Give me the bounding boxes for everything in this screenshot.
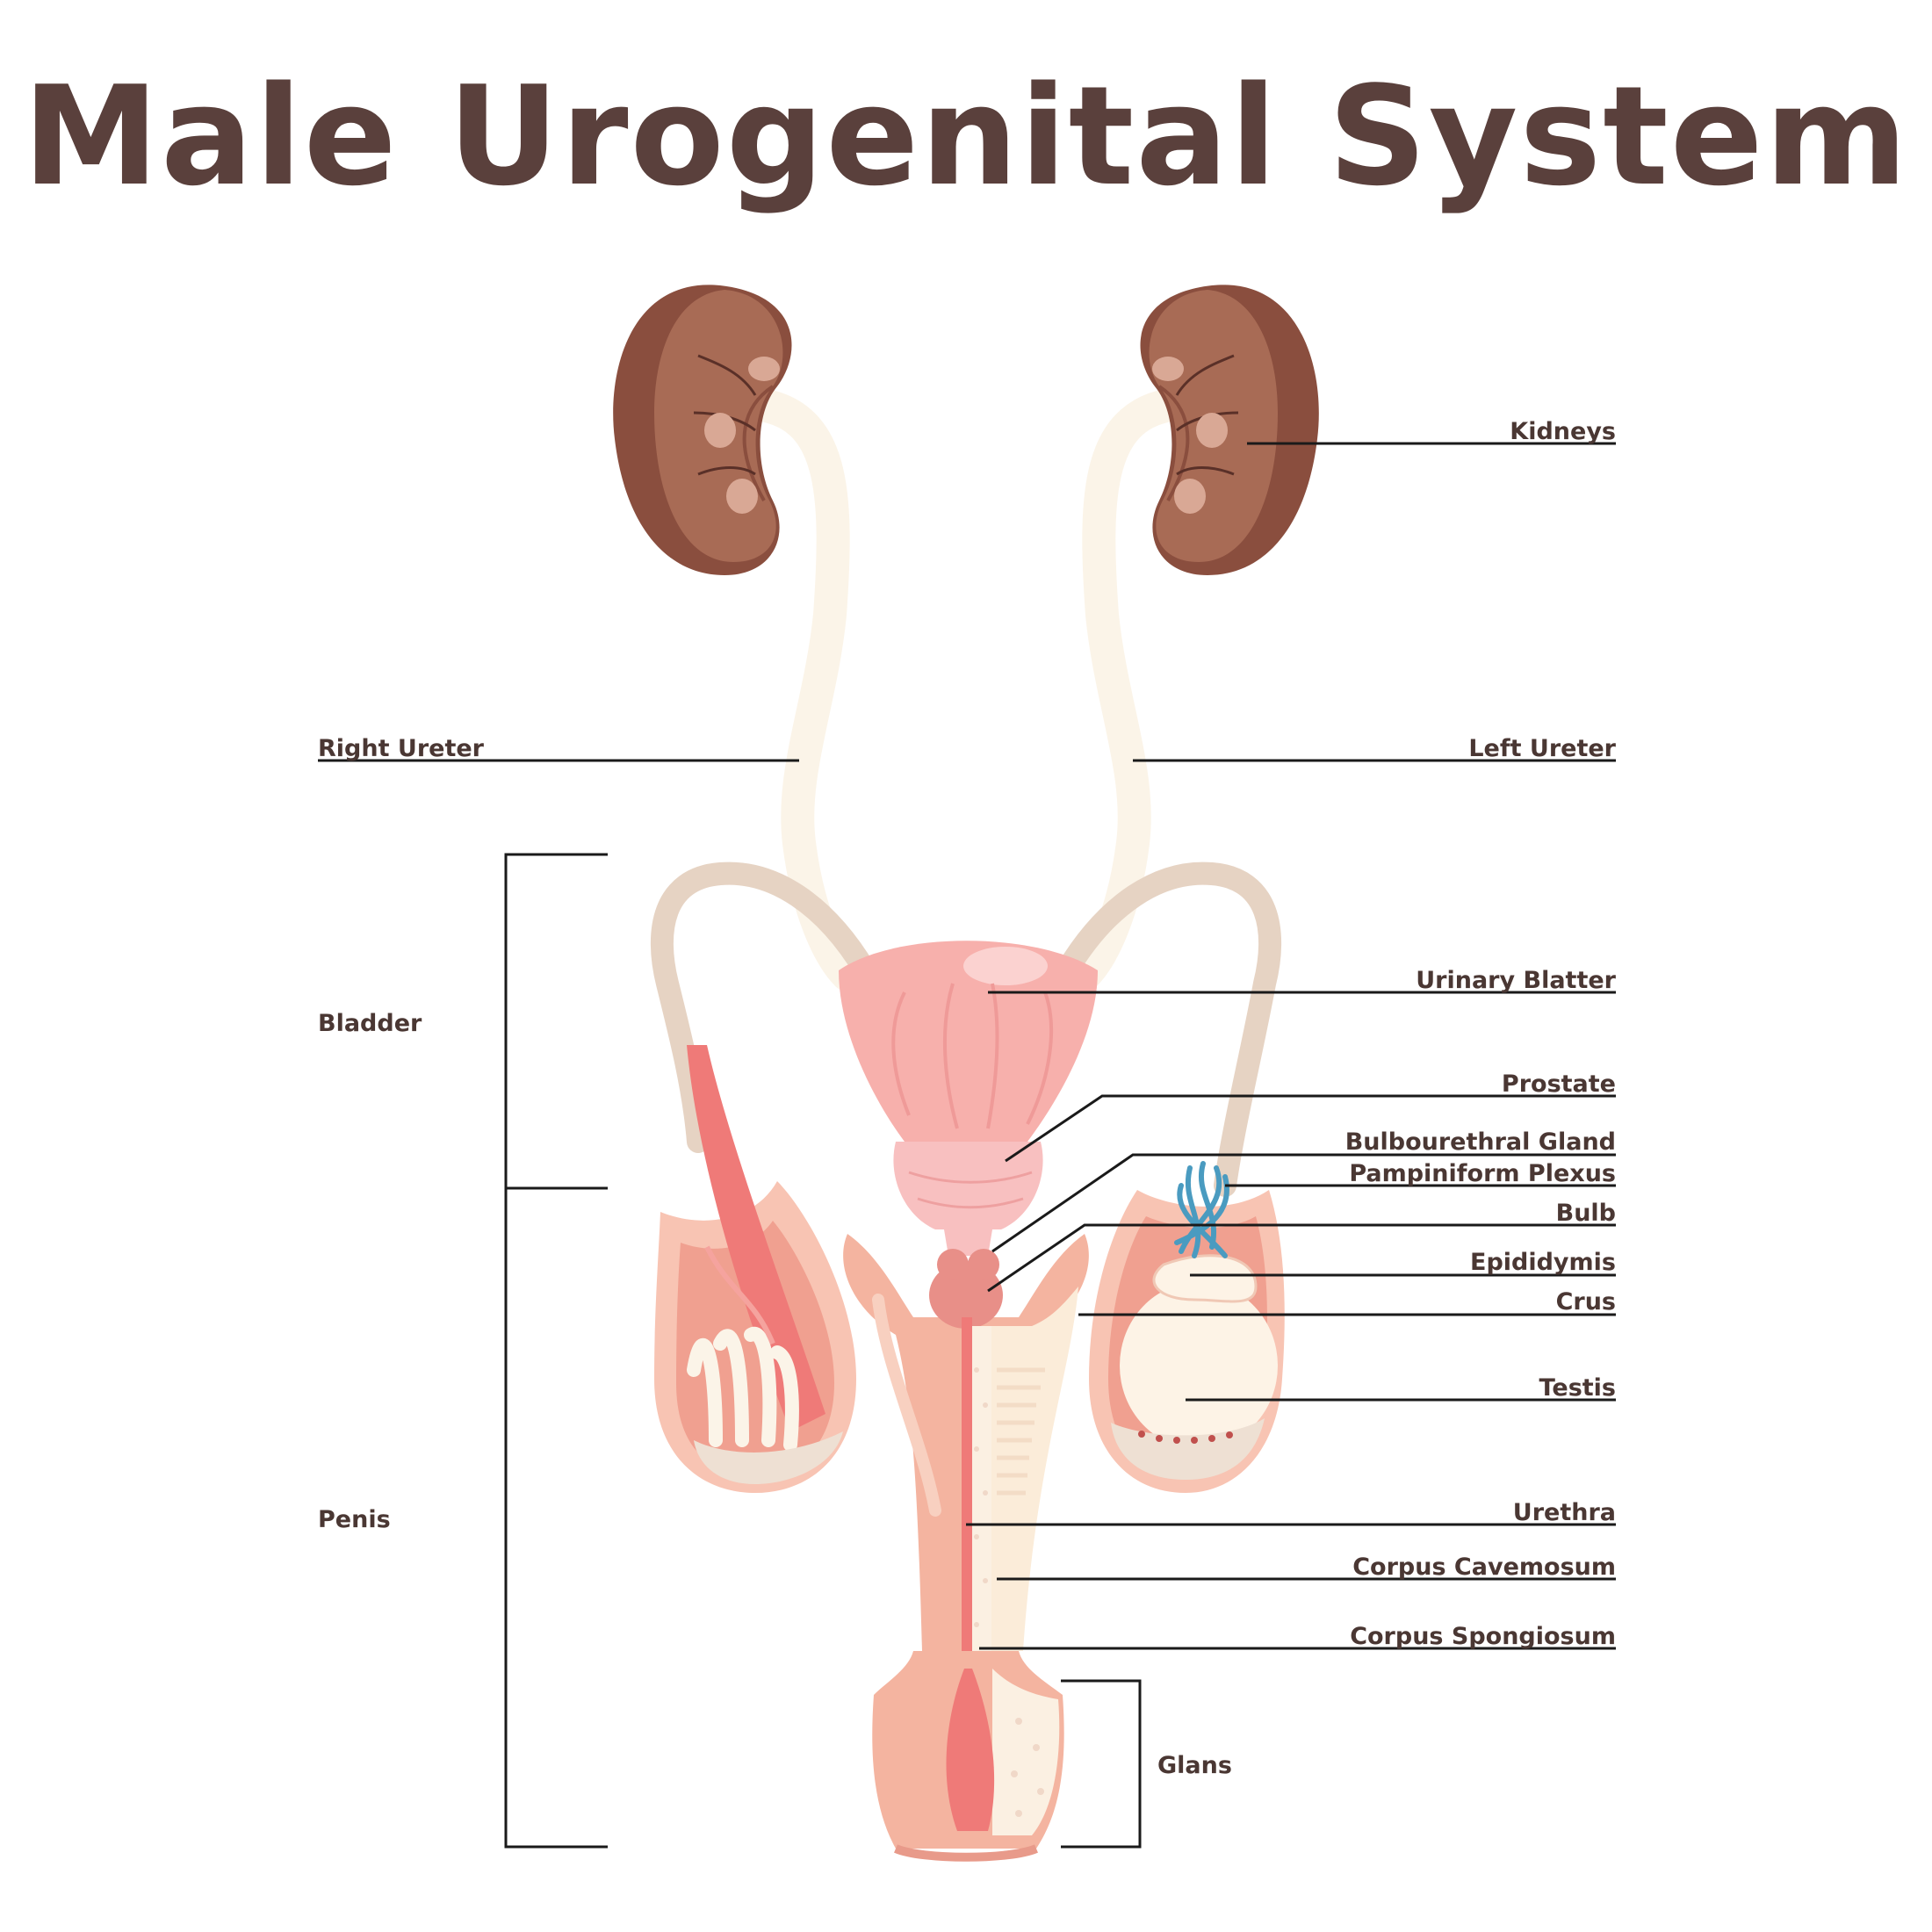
pampiniform-plexus-icon xyxy=(1174,1161,1229,1258)
penis-icon xyxy=(843,1234,1089,1862)
leader-prostate xyxy=(1005,1094,1616,1163)
label-bladder: Bladder xyxy=(318,1010,422,1037)
right-testis-icon xyxy=(654,1045,856,1493)
right-kidney-icon xyxy=(613,285,792,575)
label-pampiniform-plexus: Pampiniform Plexus xyxy=(1349,1160,1616,1187)
label-penis: Penis xyxy=(318,1506,391,1533)
label-testis: Testis xyxy=(1539,1374,1616,1402)
leader-bulbourethral-gland xyxy=(991,1153,1616,1253)
label-kidneys: Kidneys xyxy=(1510,418,1616,445)
label-glans: Glans xyxy=(1157,1752,1232,1779)
label-bulb: Bulb xyxy=(1556,1200,1616,1227)
right-vas-deferens xyxy=(650,861,876,1153)
page-title: Male Urogenital System xyxy=(22,56,1910,216)
labels: Kidneys Right Ureter Left Ureter Bladder… xyxy=(318,418,1617,1779)
label-corpus-spongiosum: Corpus Spongiosum xyxy=(1350,1623,1616,1650)
label-urinary-bladder: Urinary Blatter xyxy=(1416,967,1616,994)
label-urethra: Urethra xyxy=(1513,1499,1616,1526)
leader-bulb xyxy=(987,1223,1616,1293)
left-testis-icon xyxy=(1089,1161,1285,1493)
leader-lines xyxy=(318,442,1616,1849)
label-right-ureter: Right Ureter xyxy=(318,735,485,762)
left-vas-deferens xyxy=(1056,861,1282,1197)
label-corpus-cavernosum: Corpus Cavemosum xyxy=(1352,1554,1616,1581)
left-kidney-icon xyxy=(1140,285,1319,575)
bracket-bladder-penis xyxy=(504,853,608,1849)
bracket-glans xyxy=(1061,1679,1142,1849)
label-crus: Crus xyxy=(1556,1288,1616,1316)
label-epididymis: Epididymis xyxy=(1470,1249,1616,1276)
label-prostate: Prostate xyxy=(1502,1071,1616,1098)
label-left-ureter: Left Ureter xyxy=(1468,735,1616,762)
label-bulbourethral-gland: Bulbourethral Gland xyxy=(1345,1128,1616,1156)
prostate-shape xyxy=(893,1142,1043,1229)
bladder-icon xyxy=(839,941,1098,1256)
